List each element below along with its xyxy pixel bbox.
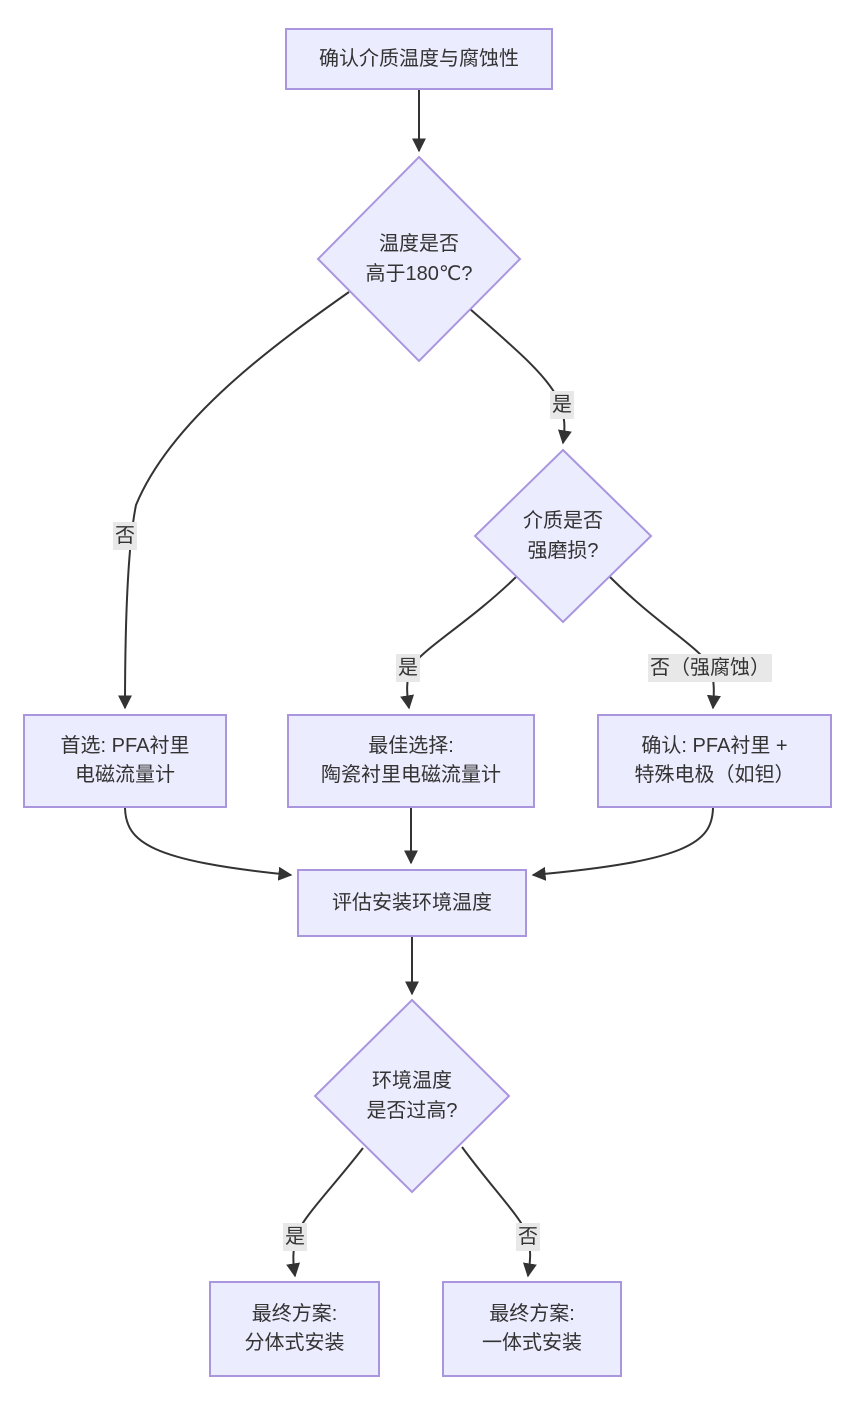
node-remote-install: 最终方案: 分体式安装 xyxy=(209,1281,380,1377)
node-pfa-liner-text-line1: 首选: PFA衬里 xyxy=(60,735,190,757)
edge-pfa-to-env xyxy=(124,807,293,881)
decision-abrasion-diamond xyxy=(473,448,653,624)
decision-abrasion-text-line1: 介质是否 xyxy=(523,510,603,532)
node-start-text: 确认介质温度与腐蚀性 xyxy=(319,47,519,70)
edge-temp-no-to-pfa xyxy=(118,291,350,710)
edge-label-temp-yes: 是 xyxy=(550,391,574,419)
node-compact-install-text-line2: 一体式安装 xyxy=(482,1332,582,1354)
node-remote-install-text-line1: 最终方案: xyxy=(251,1303,338,1325)
node-compact-install: 最终方案: 一体式安装 xyxy=(442,1281,622,1377)
node-ceramic-liner: 最佳选择: 陶瓷衬里电磁流量计 xyxy=(287,714,535,808)
edge-label-temp-no: 否 xyxy=(113,522,137,550)
decision-abrasion-text: 介质是否 强磨损? xyxy=(523,506,603,566)
edge-label-abrasion-no: 否（强腐蚀） xyxy=(648,654,772,682)
decision-temp-diamond xyxy=(316,155,522,363)
node-remote-install-text-line2: 分体式安装 xyxy=(244,1332,345,1354)
edge-env-yes-to-remote xyxy=(286,1147,364,1278)
node-tantalum-electrode-text-line2: 特殊电极（如钽） xyxy=(634,764,795,786)
decision-env-text: 环境温度 是否过高? xyxy=(366,1066,457,1126)
decision-temp-text-line2: 高于180℃? xyxy=(365,263,473,285)
node-tantalum-electrode-text-line1: 确认: PFA衬里 + xyxy=(641,735,788,757)
node-pfa-liner-text-line2: 电磁流量计 xyxy=(75,764,175,786)
decision-env-text-line2: 是否过高? xyxy=(366,1100,458,1122)
node-start: 确认介质温度与腐蚀性 xyxy=(285,28,553,90)
edge-tantalum-to-env xyxy=(531,807,714,881)
decision-abrasion-text-line2: 强磨损? xyxy=(527,540,599,562)
edge-temp-yes-to-abrasion-decision xyxy=(469,308,572,445)
edge-env-no-to-compact xyxy=(461,1146,537,1278)
node-env-assessment: 评估安装环境温度 xyxy=(297,869,527,937)
decision-env-diamond xyxy=(313,998,511,1194)
node-compact-install-text-line1: 最终方案: xyxy=(489,1303,575,1325)
node-tantalum-electrode: 确认: PFA衬里 + 特殊电极（如钽） xyxy=(597,714,832,808)
edge-abrasion-yes-to-ceramic xyxy=(400,576,517,710)
node-ceramic-liner-text-line1: 最佳选择: xyxy=(368,735,454,757)
edge-label-abrasion-yes: 是 xyxy=(396,654,420,682)
edge-label-env-no: 否 xyxy=(516,1223,540,1251)
edge-label-env-yes: 是 xyxy=(283,1223,307,1251)
decision-temp-text: 温度是否 高于180℃? xyxy=(366,229,473,289)
edge-abrasion-no-to-tantalum xyxy=(609,576,721,710)
decision-temp-text-line1: 温度是否 xyxy=(378,233,459,255)
node-pfa-liner: 首选: PFA衬里 电磁流量计 xyxy=(23,714,227,808)
node-env-assessment-text: 评估安装环境温度 xyxy=(332,891,492,914)
decision-env-text-line1: 环境温度 xyxy=(372,1070,452,1092)
node-ceramic-liner-text-line2: 陶瓷衬里电磁流量计 xyxy=(321,764,501,786)
